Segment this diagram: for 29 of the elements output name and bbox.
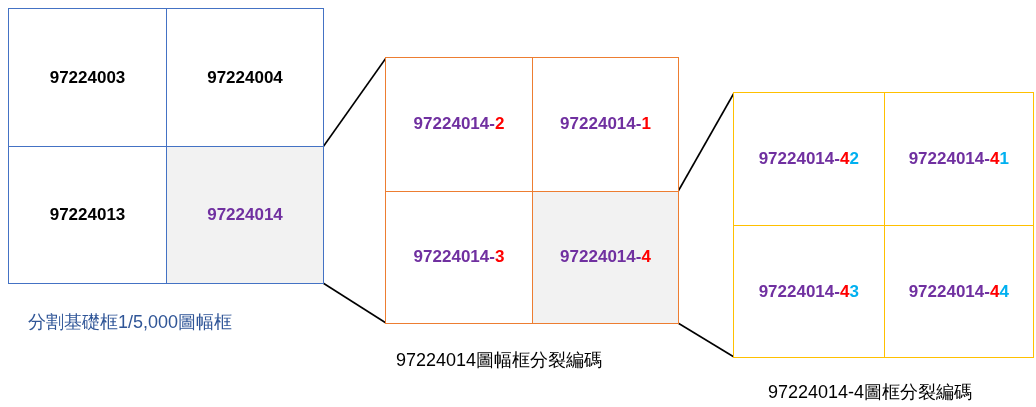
grid-label: 97224014-4圖框分裂編碼 (768, 381, 973, 404)
map-sheet-number: 97224014-44 (908, 281, 1009, 302)
grid-cell (166, 8, 324, 148)
map-sheet-number: 97224014-4 (560, 247, 651, 268)
map-sheet-number: 97224003 (49, 67, 126, 88)
grid-cell (8, 8, 168, 148)
map-sheet-number: 97224014-3 (413, 247, 505, 268)
grid-cell (733, 225, 886, 358)
grid-cell (733, 92, 886, 227)
grid-cell (385, 57, 534, 193)
connector-line (677, 322, 735, 358)
grid-cell (532, 57, 679, 193)
map-sheet-number: 97224014-42 (758, 149, 859, 169)
grid-cell (883, 92, 1034, 227)
map-sheet-number: 97224014-41 (908, 149, 1009, 169)
map-sheet-number: 97224014 (207, 205, 283, 225)
map-sheet-number: 97224014-43 (758, 281, 859, 302)
grid-cell (8, 146, 168, 284)
grid-cell (385, 190, 534, 324)
grid-label: 分割基礎框1/5,000圖幅框 (28, 311, 233, 334)
map-sheet-number: 97224004 (207, 67, 283, 88)
grid-cell (166, 146, 324, 284)
connector-line (322, 282, 387, 324)
grid-label: 97224014圖幅框分裂編碼 (396, 349, 603, 372)
grid-cell (532, 190, 679, 324)
map-sheet-number: 97224014-2 (413, 114, 505, 135)
grid-cell (883, 225, 1034, 358)
map-sheet-number: 97224013 (49, 205, 126, 225)
map-sheet-number: 97224014-1 (560, 114, 651, 135)
